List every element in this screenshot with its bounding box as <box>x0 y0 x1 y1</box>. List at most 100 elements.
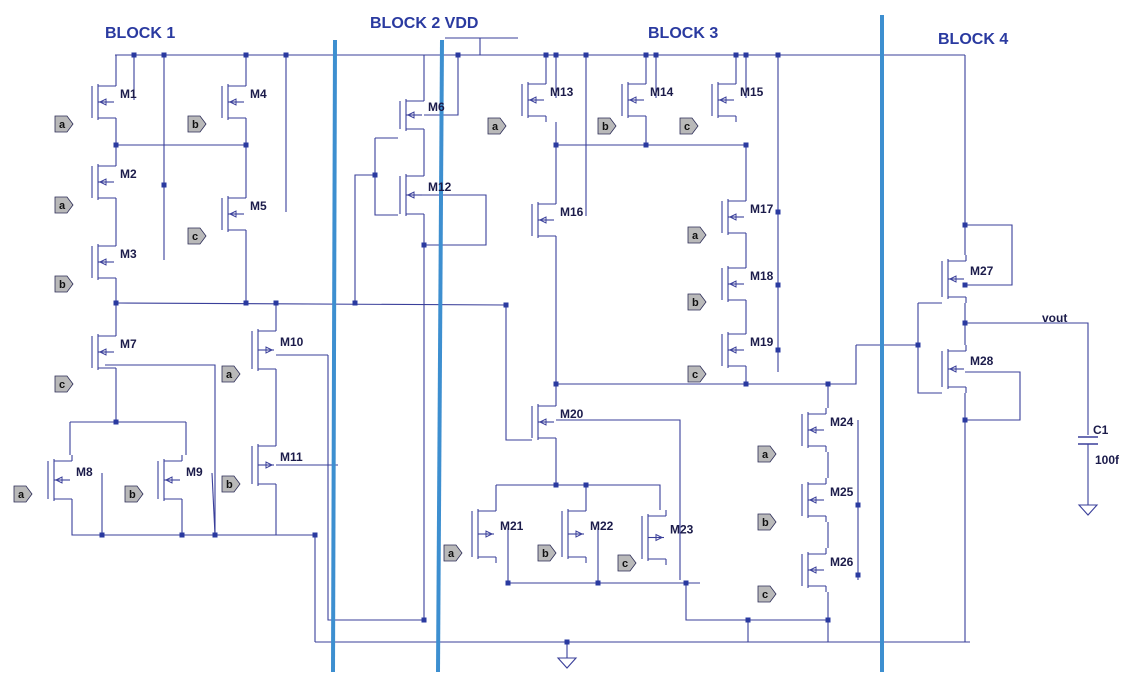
transistor-m5: M5 <box>221 192 267 236</box>
wire <box>555 122 747 195</box>
input-pin-b: b <box>221 475 241 493</box>
junction-dot <box>743 381 749 387</box>
transistor-label: M2 <box>120 167 137 181</box>
junction-dot <box>855 502 861 508</box>
input-pin-b: b <box>597 117 617 135</box>
transistor-label: M23 <box>670 523 694 537</box>
junction-dot <box>653 52 659 58</box>
junction-dot <box>243 300 249 306</box>
junction-dot <box>825 617 831 623</box>
junction-dot <box>564 639 570 645</box>
transistor-m16: M16 <box>531 198 584 242</box>
transistor-label: M26 <box>830 555 854 569</box>
capacitor-value: 100f <box>1095 453 1120 467</box>
input-pin-label: b <box>762 517 769 529</box>
input-pin-a: a <box>54 115 74 133</box>
junction-dot <box>372 172 378 178</box>
transistor-m11: M11 <box>251 440 303 490</box>
input-pin-b: b <box>537 544 557 562</box>
junction-dot <box>595 580 601 586</box>
input-pin-label: b <box>59 279 66 291</box>
transistor-label: M15 <box>740 85 764 99</box>
input-pin-b: b <box>687 293 707 311</box>
junction-dot <box>962 282 968 288</box>
misc-symbols <box>556 436 1099 669</box>
wire <box>917 303 942 394</box>
transistor-m21: M21 <box>471 505 524 563</box>
transistor-label: M14 <box>650 85 674 99</box>
input-pin-a: a <box>443 544 463 562</box>
transistor-m6: M6 <box>399 95 445 135</box>
junction-dot <box>421 617 427 623</box>
junction-dot <box>113 300 119 306</box>
junction-dot <box>553 52 559 58</box>
transistor-label: M28 <box>970 354 994 368</box>
input-pin-a: a <box>687 226 707 244</box>
wire <box>374 138 398 216</box>
input-pin-a: a <box>54 196 74 214</box>
input-pin-label: b <box>542 548 549 560</box>
block-dividers <box>331 15 884 673</box>
transistor-label: M19 <box>750 335 774 349</box>
transistor-label: M10 <box>280 335 304 349</box>
junction-dot <box>683 580 689 586</box>
wire <box>327 355 425 621</box>
junction-dot <box>775 209 781 215</box>
block-divider <box>436 39 444 673</box>
wire <box>115 302 506 306</box>
junction-dot <box>503 302 509 308</box>
junction-dot <box>161 182 167 188</box>
input-pin-label: b <box>602 121 609 133</box>
input-pin-b: b <box>757 513 777 531</box>
junction-dot <box>915 342 921 348</box>
wire <box>496 484 661 510</box>
input-pin-label: c <box>192 231 198 243</box>
transistor-m26: M26 <box>801 548 854 592</box>
junction-dot <box>743 52 749 58</box>
junction-dot <box>131 52 137 58</box>
transistor-m8: M8 <box>47 455 93 505</box>
input-pin-label: a <box>762 449 769 461</box>
junction-dot <box>775 347 781 353</box>
input-pin-c: c <box>679 117 699 135</box>
input-pin-a: a <box>757 445 777 463</box>
junction-dot <box>455 52 461 58</box>
transistor-label: M3 <box>120 247 137 261</box>
input-pin-b: b <box>187 115 207 133</box>
input-pin-label: b <box>192 119 199 131</box>
transistor-label: M8 <box>76 465 93 479</box>
transistor-m22: M22 <box>561 505 614 563</box>
junction-dot <box>553 142 559 148</box>
transistor-label: M12 <box>428 180 452 194</box>
transistor-label: M5 <box>250 199 267 213</box>
input-pin-label: b <box>692 297 699 309</box>
input-pin-label: c <box>684 121 690 133</box>
junction-dot <box>733 52 739 58</box>
block-3-label: BLOCK 3 <box>648 25 718 42</box>
junction-dot <box>212 532 218 538</box>
block-4-label: BLOCK 4 <box>938 31 1008 48</box>
transistor-label: M7 <box>120 337 137 351</box>
input-pin-label: c <box>622 558 628 570</box>
transistor-label: M9 <box>186 465 203 479</box>
transistor-label: M17 <box>750 202 774 216</box>
junction-dot <box>243 52 249 58</box>
ground-symbol <box>1077 504 1099 516</box>
transistor-label: M25 <box>830 485 854 499</box>
input-pin-label: a <box>18 489 25 501</box>
wires <box>69 37 1089 658</box>
input-pin-label: a <box>59 119 66 131</box>
junction-dot <box>243 142 249 148</box>
block-divider <box>331 39 337 673</box>
input-pin-c: c <box>617 554 637 572</box>
transistor-label: M18 <box>750 269 774 283</box>
junction-dot <box>161 52 167 58</box>
junction-dot <box>583 52 589 58</box>
transistor-label: M16 <box>560 205 584 219</box>
block-1-label: BLOCK 1 <box>105 25 175 42</box>
wire <box>105 364 216 535</box>
transistor-m10: M10 <box>251 325 304 375</box>
